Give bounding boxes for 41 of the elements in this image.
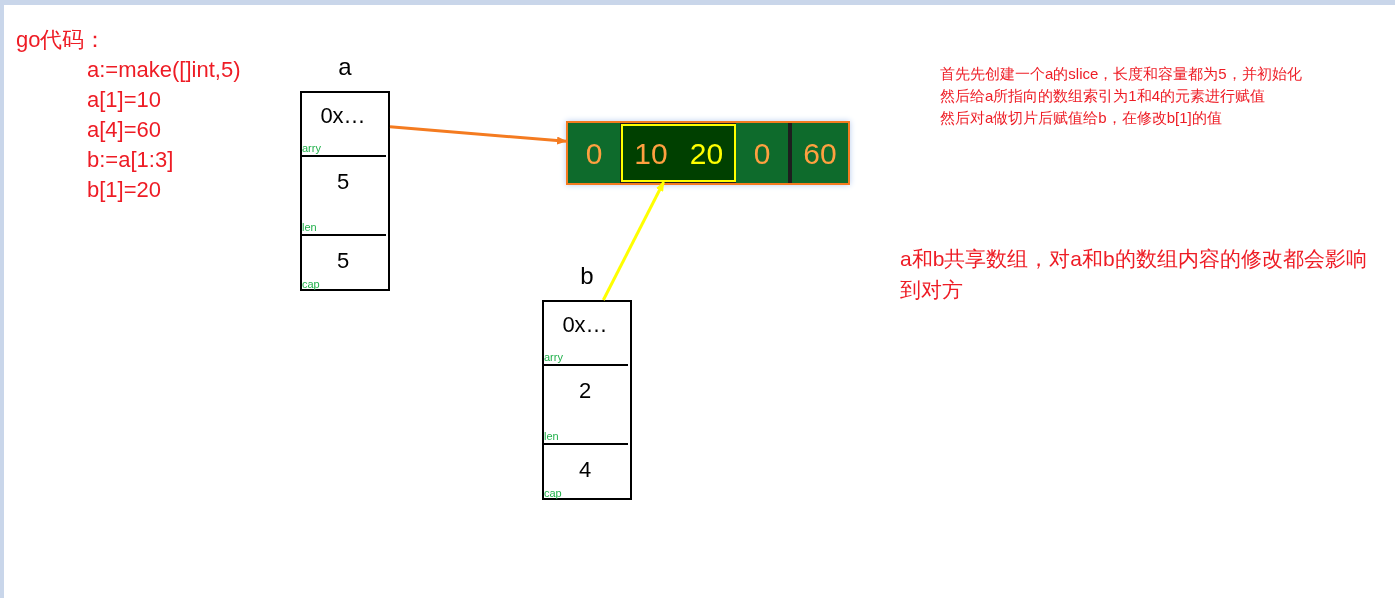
field-label: cap [544, 488, 562, 499]
field-value: 4 [577, 459, 593, 481]
array-bar [566, 121, 850, 185]
array-cell [568, 123, 622, 183]
array-cell [792, 123, 848, 183]
field-label: len [544, 431, 559, 442]
note-line: 然后给a所指向的数组索引为1和4的元素进行赋值 [940, 86, 1266, 106]
field-value: 0x… [319, 105, 367, 127]
field-value: 2 [577, 380, 593, 402]
field-label: cap [302, 279, 320, 290]
field-value: 0x… [561, 314, 609, 336]
field-label: arry [302, 143, 321, 154]
field-label: len [302, 222, 317, 233]
field-cell [542, 443, 628, 500]
cell-value: 60 [803, 135, 837, 172]
note-text: a和b共享数组，对a和b的数组内容的修改都会影响到对方 [900, 246, 1368, 303]
array-cell [623, 126, 679, 180]
field-value: 5 [335, 250, 351, 272]
field-label: arry [544, 352, 563, 363]
field-cell [542, 364, 628, 443]
highlight-box [621, 124, 736, 182]
cell-value: 10 [634, 135, 668, 172]
code-line: a:=make([]int,5) [87, 56, 241, 84]
code-line: b[1]=20 [87, 176, 161, 204]
cell-value: 20 [689, 135, 724, 172]
field-value: 5 [335, 171, 351, 193]
code-line: a[4]=60 [87, 116, 161, 144]
field-cell [300, 234, 386, 291]
code-line: b:=a[1:3] [87, 146, 174, 174]
note-line: 然后对a做切片后赋值给b，在修改b[1]的值 [940, 108, 1222, 128]
cell-value: 0 [585, 135, 603, 172]
arrow [389, 125, 567, 145]
field-cell [300, 155, 386, 234]
array-cell [736, 123, 790, 183]
cell-value: 0 [753, 135, 771, 172]
code-heading: go代码： [16, 26, 108, 54]
note-line: 首先先创建一个a的slice，长度和容量都为5，并初始化 [940, 64, 1302, 84]
variable-name: a [337, 55, 353, 79]
variable-name: b [579, 264, 595, 288]
array-cell [679, 126, 734, 180]
code-line: a[1]=10 [87, 86, 161, 114]
